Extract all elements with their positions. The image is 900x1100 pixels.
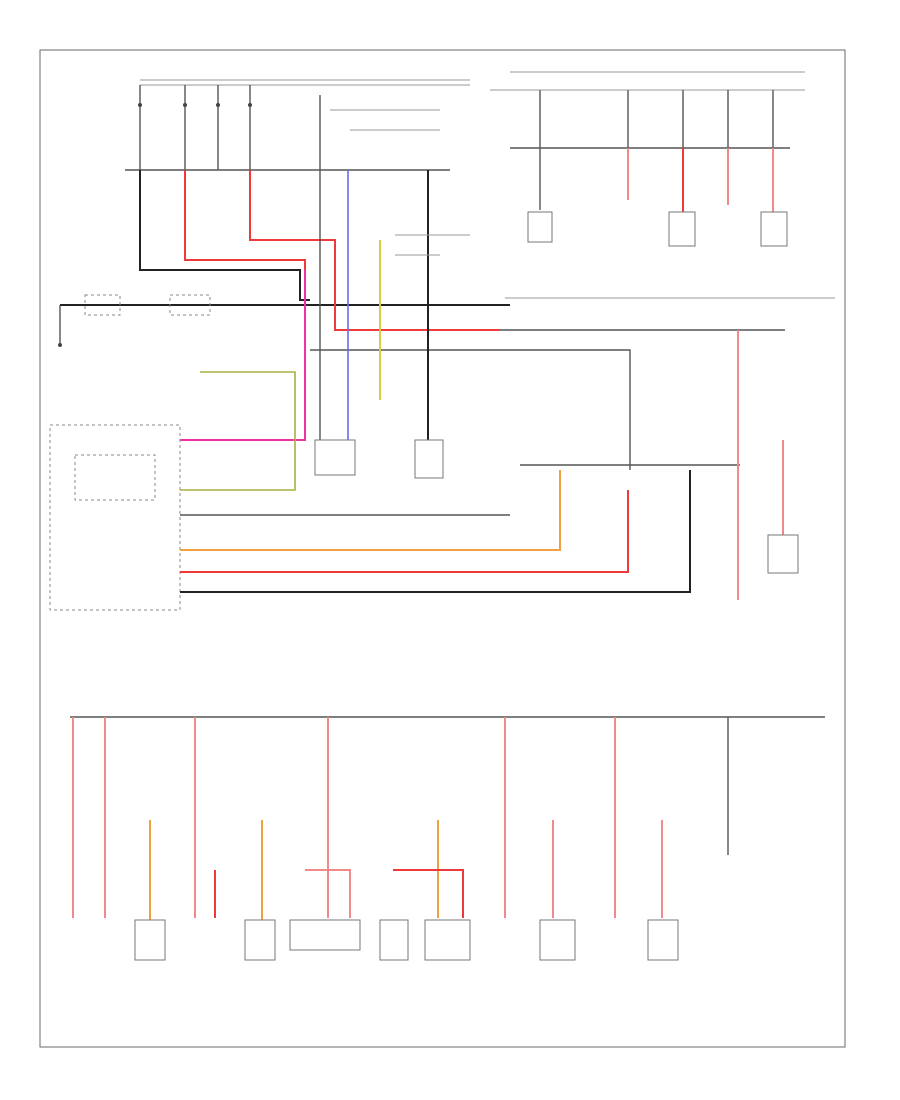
component-box [647,919,679,961]
component-box [379,919,409,961]
control-module [49,371,691,611]
battery [84,294,121,316]
battery-group [58,294,211,347]
component-box [244,919,276,961]
main-harness [60,170,835,470]
bottom-bus [70,716,825,920]
bottom-components [134,919,679,961]
fuses-top-right [527,90,788,247]
battery [169,294,211,316]
load-reduction-relay [74,454,156,501]
top-bus-bars [125,71,805,171]
component-box [760,211,788,247]
fuel-pump [289,919,361,951]
component-box [314,439,356,476]
component-box [134,919,166,961]
component-box [668,211,696,247]
component-box [539,919,576,961]
starter [414,439,444,479]
generator [527,211,553,243]
ground-icon [58,343,62,347]
fuses-mid-right [520,330,799,600]
component-box [767,534,799,574]
module-outline [49,424,181,611]
fuses-top-left [138,85,440,170]
diagram-border [39,49,846,1048]
component-box [424,919,471,961]
